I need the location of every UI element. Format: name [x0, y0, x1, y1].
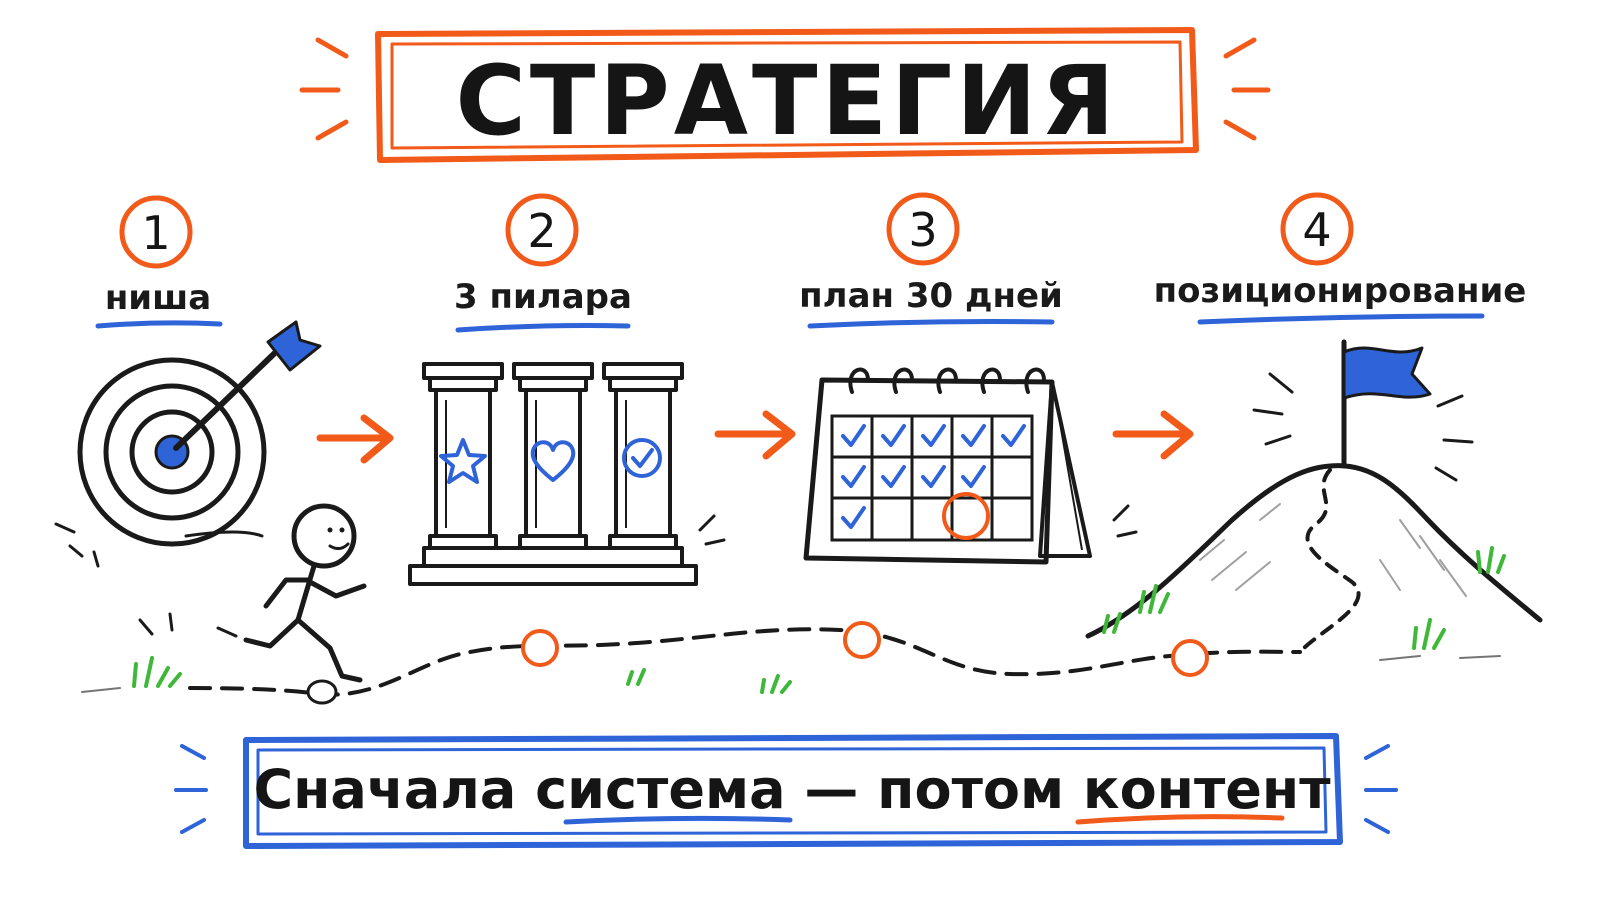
calendar-icon: [803, 367, 1138, 565]
journey-path: [81, 621, 1501, 705]
step-4-number-circle: [1280, 192, 1354, 266]
three-pillars-icon: [408, 362, 726, 586]
calendar-grid: [830, 414, 1034, 542]
grass-tufts-ground: [132, 656, 792, 694]
slogan-dash: —: [804, 758, 858, 821]
milestone-3: [1171, 639, 1209, 677]
slogan-underline-content: [1075, 814, 1285, 825]
step-1-label: ниша: [105, 278, 211, 318]
grass-tufts-mountain: [1102, 546, 1506, 650]
flag: [1342, 346, 1432, 400]
stick-figure-runner: [138, 503, 367, 683]
flow-arrow-1: [316, 414, 394, 464]
step-4-number: 4: [1302, 203, 1331, 257]
slogan-frame-outer: [243, 733, 1343, 849]
milestone-1: [521, 629, 559, 667]
step-3-number: 3: [908, 203, 937, 257]
step-3-label: план 30 дней: [799, 276, 1063, 316]
summit-path: [1298, 468, 1361, 654]
slogan-frame-inner: [256, 746, 1328, 836]
calendar-rings: [848, 367, 1046, 394]
milestone-2: [843, 621, 881, 659]
title-frame-inner: [390, 40, 1184, 150]
step-2-label: 3 пилара: [454, 277, 632, 317]
slogan-underline-system: [563, 815, 793, 825]
slogan-part-2: система: [535, 758, 785, 821]
step-1-number: 1: [141, 206, 170, 260]
step-2-number-circle: [505, 193, 579, 267]
calendar-checkmarks: [841, 424, 1026, 529]
step-1-number-circle: [119, 195, 193, 269]
pillar-3: [602, 362, 684, 550]
step-4: 4 позиционирование: [1154, 192, 1527, 325]
slogan-part-1: Сначала: [253, 758, 516, 821]
flow-arrow-2: [714, 410, 796, 460]
check-circle-icon: [622, 438, 662, 478]
step-4-label: позиционирование: [1154, 271, 1527, 311]
path-start-stone: [306, 679, 338, 705]
slogan-part-4: потом: [877, 758, 1064, 821]
mountain-flag-icon: [1085, 339, 1543, 654]
page-title: СТРАТЕГИЯ: [455, 45, 1118, 157]
step-3: 3 план 30 дней: [799, 192, 1063, 329]
pillar-1: [422, 362, 504, 550]
slogan-part-5: контент: [1083, 758, 1331, 821]
star-icon: [439, 438, 487, 484]
target-with-arrow-icon: [54, 320, 322, 568]
slogan-text: Сначала система — потом контент: [253, 758, 1331, 821]
step-3-underline: [807, 319, 1055, 329]
slogan-banner: Сначала система — потом контент: [174, 733, 1398, 849]
step-2-underline: [455, 323, 631, 333]
calendar-today-marker: [942, 492, 990, 540]
title-frame-outer: [375, 27, 1199, 163]
title-banner: СТРАТЕГИЯ: [299, 27, 1271, 163]
title-burst-left: [299, 37, 349, 141]
summit-burst: [1252, 372, 1474, 482]
pillar-2: [512, 362, 594, 550]
step-3-number-circle: [886, 192, 960, 266]
title-burst-right: [1223, 37, 1271, 141]
arrow-fletching: [266, 320, 322, 372]
flow-arrow-3: [1112, 410, 1194, 460]
step-1-underline: [95, 320, 223, 329]
step-4-underline: [1197, 313, 1485, 325]
step-2: 2 3 пилара: [454, 193, 632, 333]
step-2-number: 2: [527, 204, 556, 258]
slogan-burst-right: [1364, 744, 1398, 834]
arrow-shaft: [173, 345, 283, 451]
heart-icon: [530, 440, 576, 482]
slogan-burst-left: [174, 744, 208, 834]
mountain: [1085, 463, 1543, 639]
step-1: 1 ниша: [95, 195, 223, 329]
